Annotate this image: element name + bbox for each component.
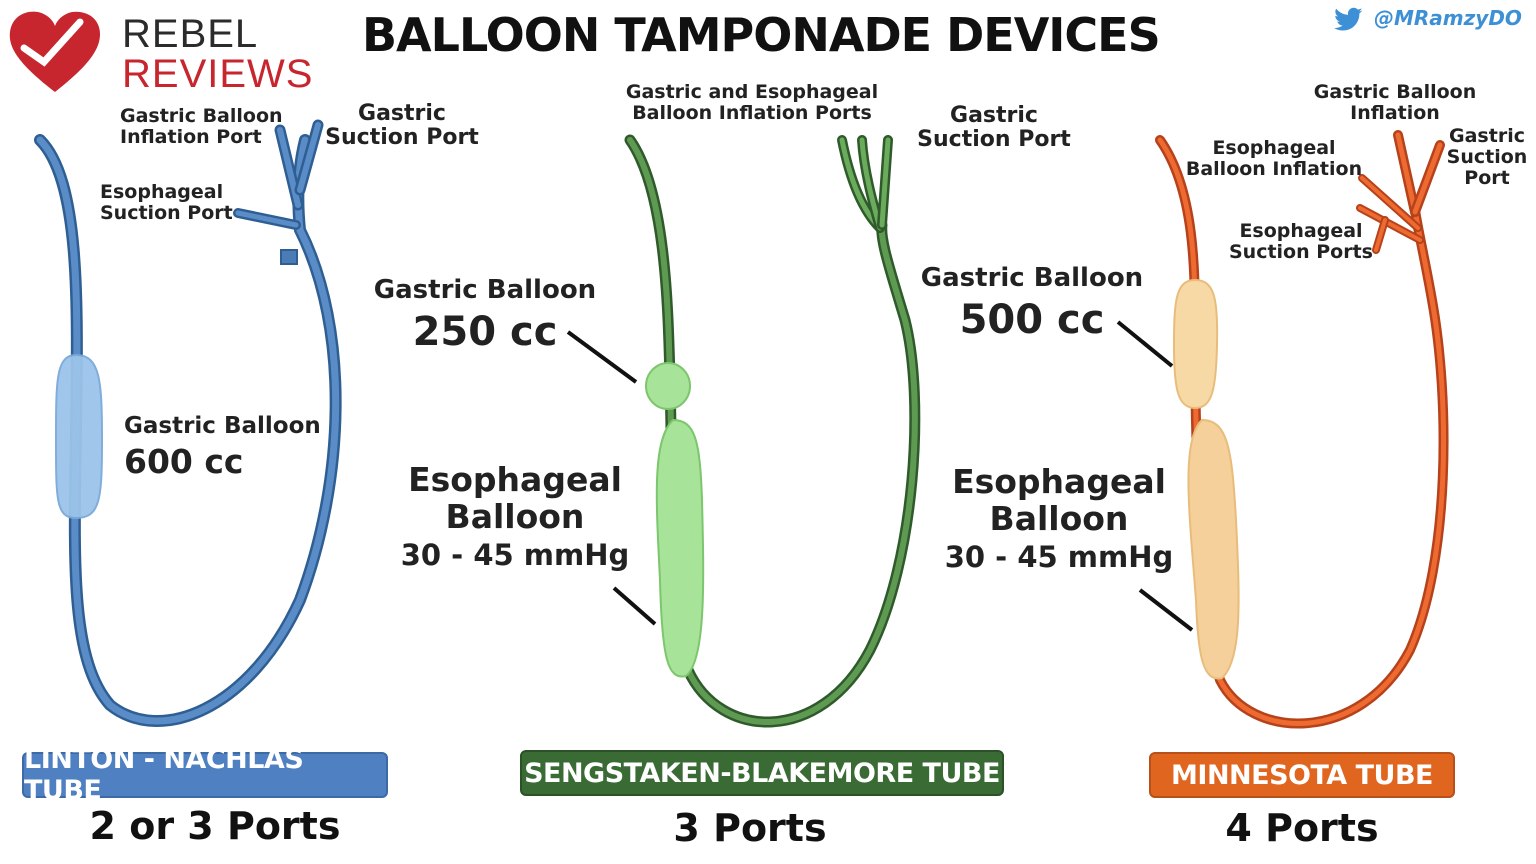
label-line: Esophageal (408, 460, 622, 499)
minnesota-gastric-balloon-label: Gastric Balloon (920, 263, 1144, 293)
label-line: Suction Port (100, 201, 233, 224)
label-line: Gastric and Esophageal (625, 81, 879, 103)
linton-nachlas-tube-drawing (34, 119, 342, 727)
linton-gastric-balloon-label: Gastric Balloon (124, 413, 321, 439)
label-line: Inflation Port (120, 125, 262, 148)
label-line: Gastric (358, 101, 446, 126)
linton-nachlas-badge: LINTON - NACHLAS TUBE (22, 744, 388, 806)
label-line: Gastric Balloon (120, 105, 283, 127)
label-line: Balloon Inflation (1185, 157, 1363, 180)
minnesota-gastric-suction-label: Gastric Suction Port (1444, 126, 1530, 189)
sengstaken-gastric-balloon-label: Gastric Balloon (373, 275, 597, 305)
linton-gastric-balloon-volume: 600 cc (124, 442, 244, 481)
minnesota-esophageal-balloon-label: Esophageal Balloon (934, 462, 1184, 538)
label-line: Esophageal (952, 462, 1166, 501)
label-line: Balloon (445, 496, 585, 536)
linton-ports-count: 2 or 3 Ports (89, 804, 341, 848)
twitter-bird-icon (1334, 7, 1363, 31)
sengstaken-blakemore-tube-drawing (566, 134, 921, 728)
sengstaken-esophageal-balloon-label: Esophageal Balloon (390, 460, 640, 536)
label-line: Inflation (1350, 101, 1440, 124)
linton-gastric-suction-port-label: Gastric Suction Port (322, 101, 482, 151)
label-line: Port (1464, 166, 1510, 189)
minnesota-tube-drawing (1116, 130, 1449, 729)
label-line: Suction Port (917, 127, 1071, 153)
minnesota-esophageal-inflation-label: Esophageal Balloon Inflation (1184, 138, 1364, 180)
label-line: Suction (1446, 145, 1528, 168)
label-line: Suction Port (325, 125, 479, 151)
sengstaken-ports-count: 3 Ports (673, 806, 827, 850)
minnesota-gastric-inflation-label: Gastric Balloon Inflation (1300, 82, 1490, 124)
twitter-handle: @MRamzyDO (1374, 6, 1522, 30)
sengstaken-gastric-balloon-volume: 250 cc (412, 309, 558, 355)
label-line: Balloon Inflation Ports (632, 101, 872, 124)
label-line: Gastric Balloon (1313, 81, 1477, 103)
linton-esophageal-suction-port-label: Esophageal Suction Port (100, 182, 235, 224)
minnesota-esophageal-pressure: 30 - 45 mmHg (944, 540, 1174, 574)
linton-gastric-inflation-port-label: Gastric Balloon Inflation Port (120, 106, 290, 148)
sengstaken-esophageal-pressure: 30 - 45 mmHg (400, 538, 630, 572)
label-line: Esophageal (1239, 220, 1363, 242)
label-line: Suction Ports (1228, 240, 1373, 263)
minnesota-badge: MINNESOTA TUBE (1149, 752, 1455, 798)
label-line: Esophageal (100, 181, 224, 203)
label-line: Gastric (1449, 125, 1525, 147)
minnesota-ports-count: 4 Ports (1225, 806, 1379, 850)
minnesota-gastric-balloon-volume: 500 cc (959, 297, 1105, 343)
label-line: Gastric (950, 103, 1038, 128)
sengstaken-gastric-suction-port-label: Gastric Suction Port (914, 103, 1074, 153)
page-title: BALLOON TAMPONADE DEVICES (362, 8, 1161, 62)
logo-text-reviews: REVIEWS (122, 52, 314, 96)
label-line: Esophageal (1212, 137, 1336, 159)
minnesota-esophageal-suction-label: Esophageal Suction Ports (1226, 221, 1376, 263)
label-line: Balloon (989, 498, 1129, 538)
logo-text-rebel: REBEL (122, 12, 259, 56)
rebel-reviews-heart-icon (9, 11, 100, 93)
sengstaken-inflation-ports-label: Gastric and Esophageal Balloon Inflation… (612, 82, 892, 124)
sengstaken-blakemore-badge: SENGSTAKEN-BLAKEMORE TUBE (520, 750, 1004, 796)
